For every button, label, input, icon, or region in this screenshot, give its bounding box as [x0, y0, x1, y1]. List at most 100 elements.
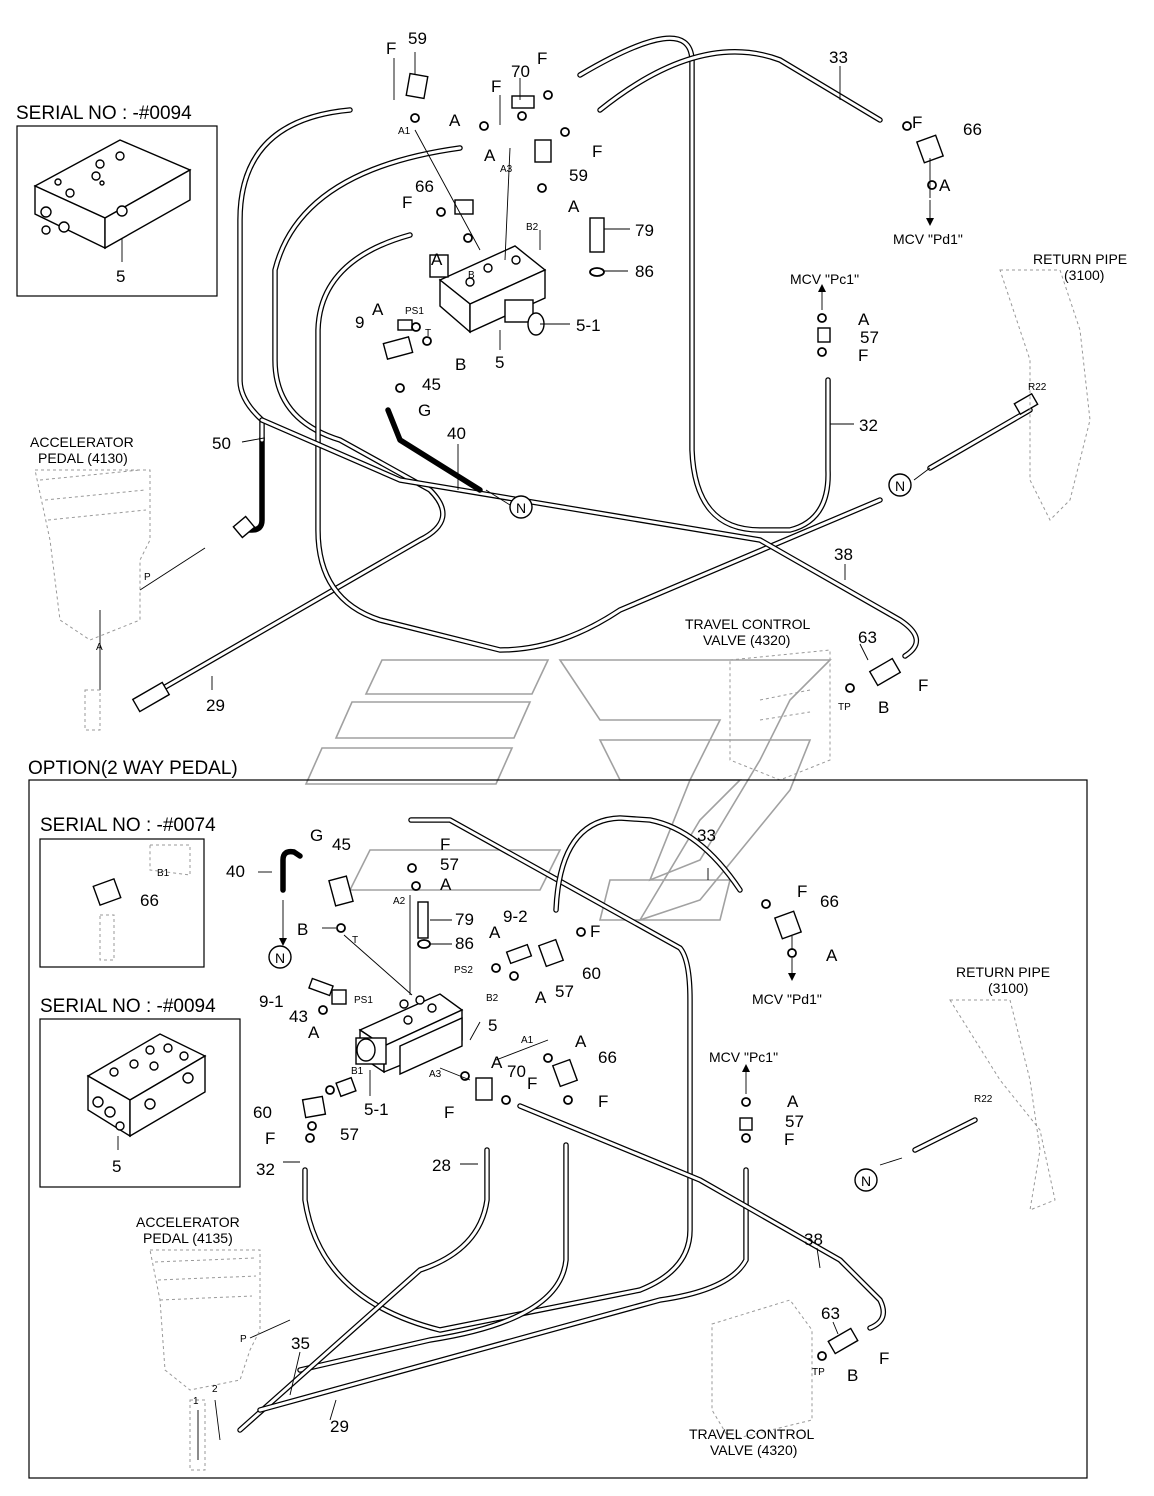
- callout-label: 35: [291, 1334, 310, 1353]
- callout-label: A: [308, 1023, 320, 1042]
- valve-block-inset-bottom: [86, 1033, 207, 1150]
- callout-label: A: [431, 250, 443, 269]
- valve-block-bottom: [355, 993, 464, 1076]
- valve-block-inset-top: [33, 139, 192, 262]
- callout-label: F: [402, 193, 412, 212]
- travel-label-top-1: TRAVEL CONTROL: [685, 616, 810, 632]
- callout-label: A: [575, 1032, 587, 1051]
- return-label-top-1: RETURN PIPE: [1033, 251, 1127, 267]
- serial-part-bottom-1: 66: [140, 891, 159, 910]
- callout-label: N: [861, 1173, 871, 1189]
- callout-label: 79: [455, 910, 474, 929]
- port-label: B2: [486, 993, 499, 1004]
- callout-label: 57: [860, 328, 879, 347]
- option-title: OPTION(2 WAY PEDAL): [28, 758, 238, 779]
- callout-label: A: [858, 310, 870, 329]
- port-label: R22: [974, 1094, 993, 1105]
- callout-label: A: [489, 923, 501, 942]
- serial-inset-bottom-2: [39, 1018, 241, 1188]
- callout-label: F: [265, 1129, 275, 1148]
- port-label: B: [468, 270, 475, 281]
- svg-text:B1: B1: [157, 868, 170, 879]
- callout-label: F: [527, 1074, 537, 1093]
- callout-label: A: [372, 300, 384, 319]
- port-label: A3: [500, 164, 513, 175]
- port-label: A1: [521, 1035, 534, 1046]
- travel-label-top-2: VALVE (4320): [703, 632, 790, 648]
- callout-label: 57: [785, 1112, 804, 1131]
- callout-label: 9-2: [503, 907, 528, 926]
- travel-label-bottom-2: VALVE (4320): [710, 1442, 797, 1458]
- callout-label: 66: [820, 892, 839, 911]
- callout-label: 66: [415, 177, 434, 196]
- port-label: P: [240, 1334, 247, 1345]
- callout-label: F: [386, 39, 396, 58]
- n-marker-top-1: [509, 495, 533, 519]
- callout-label: 50: [212, 434, 231, 453]
- bottom-section: OPTION(2 WAY PEDAL) SERIAL NO : -#0074 B…: [28, 758, 1088, 1479]
- fittings-top: [131, 72, 1039, 713]
- port-label: A2: [393, 896, 406, 907]
- callout-label: F: [797, 882, 807, 901]
- mcv-pd1-top: MCV "Pd1": [893, 231, 963, 247]
- port-label: TP: [838, 702, 851, 713]
- port-label: R22: [1028, 382, 1047, 393]
- callout-label: F: [491, 77, 501, 96]
- callout-label: A: [939, 176, 951, 195]
- callout-label: 29: [330, 1417, 349, 1436]
- callout-label: 38: [804, 1230, 823, 1249]
- callout-label: 9: [355, 313, 364, 332]
- callout-label: F: [879, 1349, 889, 1368]
- callout-label: 79: [635, 221, 654, 240]
- callout-label: F: [444, 1103, 454, 1122]
- top-section: SERIAL NO : -#0094 5: [16, 29, 1127, 781]
- callout-label: 5: [495, 353, 504, 372]
- leaders-bottom: [197, 868, 903, 1460]
- callout-label: 45: [422, 375, 441, 394]
- callout-label: 29: [206, 696, 225, 715]
- callout-label: A: [568, 197, 580, 216]
- serial-inset-bottom-1: [39, 838, 205, 968]
- callout-label: 32: [859, 416, 878, 435]
- port-label: TP: [812, 1367, 825, 1378]
- callout-label: 70: [507, 1062, 526, 1081]
- callout-label: 5-1: [576, 316, 601, 335]
- serial-title-top: SERIAL NO : -#0094: [16, 103, 192, 124]
- callout-label: 32: [256, 1160, 275, 1179]
- callout-label: 57: [440, 855, 459, 874]
- callout-label: G: [418, 401, 431, 420]
- callout-label: N: [895, 478, 905, 494]
- port-label: P: [144, 572, 151, 583]
- port-label: PS1: [405, 306, 424, 317]
- callout-label: 57: [555, 982, 574, 1001]
- port-label: PS1: [354, 995, 373, 1006]
- callout-label: 86: [635, 262, 654, 281]
- callout-label: 33: [697, 826, 716, 845]
- callout-label: G: [310, 826, 323, 845]
- fitting-inset-bottom-1: B1: [92, 844, 191, 961]
- accel-label-top-2: PEDAL (4130): [38, 450, 128, 466]
- callout-label: 38: [834, 545, 853, 564]
- callout-label: F: [858, 346, 868, 365]
- serial-title-bottom-1: SERIAL NO : -#0074: [40, 815, 216, 836]
- accel-label-top-1: ACCELERATOR: [30, 434, 134, 450]
- leaders-top: [99, 52, 934, 690]
- callout-label: A: [826, 946, 838, 965]
- callout-label: F: [912, 113, 922, 132]
- callout-label: N: [516, 500, 526, 516]
- callout-label: 40: [226, 862, 245, 881]
- n-marker-top-2: [888, 473, 912, 497]
- callout-label: A: [787, 1092, 799, 1111]
- serial-title-bottom-2: SERIAL NO : -#0094: [40, 996, 216, 1017]
- port-label: 2: [212, 1384, 218, 1395]
- valve-block-top: [429, 245, 547, 336]
- callout-label: 70: [511, 62, 530, 81]
- callout-label: N: [275, 950, 285, 966]
- callout-label: 57: [340, 1125, 359, 1144]
- option-frame: [28, 779, 1088, 1479]
- return-label-bottom-1: RETURN PIPE: [956, 964, 1050, 980]
- callout-label: 60: [582, 964, 601, 983]
- ghost-components-bottom: [149, 999, 1056, 1471]
- callout-label: B: [297, 920, 308, 939]
